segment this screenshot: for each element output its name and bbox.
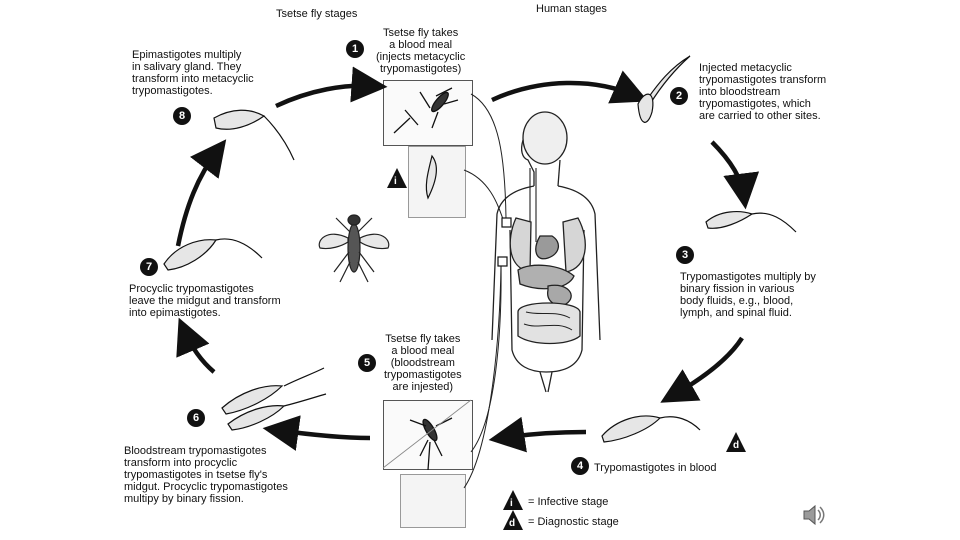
stage-number-6: 6 xyxy=(187,409,205,427)
legend-infective-label: = Infective stage xyxy=(528,496,609,508)
bloodstream-parasite-picture-box xyxy=(400,474,466,528)
stage-number-4: 4 xyxy=(571,457,589,475)
speaker-icon[interactable] xyxy=(802,504,826,526)
diagnostic-stage-triangle-marker xyxy=(726,432,746,452)
infective-stage-triangle-marker xyxy=(387,168,407,188)
legend-infective-letter: i xyxy=(510,498,513,509)
arrow-5-to-6 xyxy=(262,415,371,451)
arrow-1-to-2 xyxy=(491,70,649,104)
tsetse-fly-feeding-top xyxy=(393,87,459,134)
arrow-8-to-1 xyxy=(275,66,388,109)
stage-5-description: Tsetse fly takes a blood meal (bloodstre… xyxy=(384,333,462,393)
metacyclic-parasite-picture-box xyxy=(408,146,466,218)
arrow-7-to-8 xyxy=(175,139,227,247)
stage-number-1: 1 xyxy=(346,40,364,58)
stage-8-description: Epimastigotes multiply in salivary gland… xyxy=(132,49,254,97)
legend-diagnostic-letter: d xyxy=(509,518,516,529)
stage-1-description: Tsetse fly takes a blood meal (injects m… xyxy=(376,27,466,75)
parasites xyxy=(163,55,797,443)
tsetse-fly-stages-header: Tsetse fly stages xyxy=(276,8,358,20)
stage-6-description: Bloodstream trypomastigotes transform in… xyxy=(124,445,288,505)
stage-4-description: Trypomastigotes in blood xyxy=(594,462,717,474)
stage-number-8: 8 xyxy=(173,107,191,125)
stage-number-2: 2 xyxy=(670,87,688,105)
connector-lines xyxy=(463,93,507,489)
fly-bite-picture-box-top xyxy=(383,80,473,146)
arrow-2-to-3 xyxy=(710,140,760,210)
tsetse-fly-feeding-bottom xyxy=(382,399,472,471)
diagnostic-marker-letter: d xyxy=(733,440,740,451)
legend-diagnostic-triangle xyxy=(503,510,523,530)
stage-number-7: 7 xyxy=(140,258,158,276)
cycle-arrows xyxy=(175,66,760,453)
legend-diagnostic-label: = Diagnostic stage xyxy=(528,516,619,528)
arrow-6-to-7 xyxy=(176,317,216,374)
infective-marker-letter: i xyxy=(394,176,397,187)
legend-infective-triangle xyxy=(503,490,523,510)
stage-7-description: Procyclic trypomastigotes leave the midg… xyxy=(129,283,281,319)
blood-sample-marker-lower xyxy=(497,256,508,267)
human-figure xyxy=(491,111,601,393)
arrow-4-to-5 xyxy=(488,416,587,453)
stage-number-5: 5 xyxy=(358,354,376,372)
human-stages-header: Human stages xyxy=(536,3,607,15)
stage-number-3: 3 xyxy=(676,246,694,264)
tsetse-fly-center xyxy=(318,214,390,283)
blood-sample-marker-upper xyxy=(501,217,512,228)
arrow-3-to-4 xyxy=(660,336,744,403)
stage-3-description: Trypomastigotes multiply by binary fissi… xyxy=(680,271,816,319)
stage-2-description: Injected metacyclic trypomastigotes tran… xyxy=(699,62,827,122)
